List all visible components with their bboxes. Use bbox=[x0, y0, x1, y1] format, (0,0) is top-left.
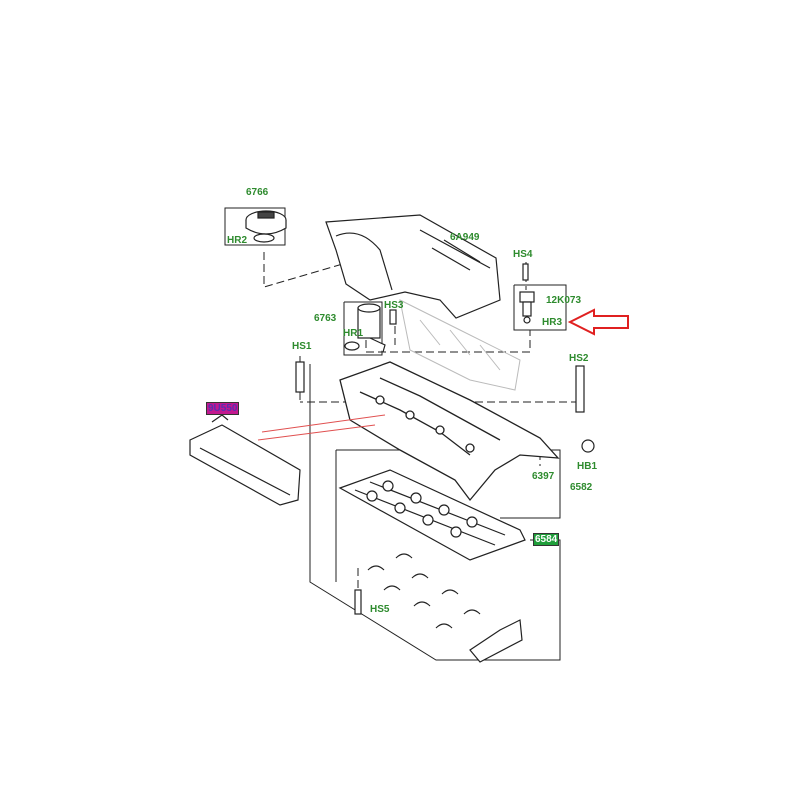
label-6766: 6766 bbox=[246, 187, 269, 198]
label-hb1: HB1 bbox=[577, 461, 598, 472]
oil-filler-cap bbox=[245, 210, 287, 243]
label-9u550: 9U550 bbox=[206, 402, 240, 415]
label-6584: 6584 bbox=[533, 533, 560, 546]
label-6397: 6397 bbox=[532, 471, 555, 482]
engine-block-faint bbox=[399, 299, 521, 391]
label-6763: 6763 bbox=[314, 313, 337, 324]
oil-filler-neck bbox=[344, 303, 386, 353]
label-hr3: HR3 bbox=[542, 317, 563, 328]
label-hs5: HS5 bbox=[370, 604, 390, 615]
label-6a949: 6A949 bbox=[450, 232, 480, 243]
label-hs1: HS1 bbox=[292, 341, 312, 352]
intake-component bbox=[189, 414, 301, 506]
label-6582: 6582 bbox=[570, 482, 593, 493]
label-hs4: HS4 bbox=[513, 249, 533, 260]
label-12k073: 12K073 bbox=[546, 295, 582, 306]
label-hr2: HR2 bbox=[227, 235, 248, 246]
label-hs2: HS2 bbox=[569, 353, 589, 364]
bolts bbox=[295, 263, 595, 615]
red-outline-arrow-icon bbox=[567, 308, 629, 336]
label-hs3: HS3 bbox=[384, 300, 404, 311]
red-leader-lines bbox=[257, 414, 386, 441]
bearing-caps bbox=[367, 553, 523, 663]
gasket-camshafts bbox=[338, 469, 526, 561]
engine-cover bbox=[325, 214, 501, 319]
label-hr1: HR1 bbox=[343, 328, 364, 339]
camshaft-sensor bbox=[519, 291, 535, 324]
camshaft-cover bbox=[339, 361, 560, 502]
